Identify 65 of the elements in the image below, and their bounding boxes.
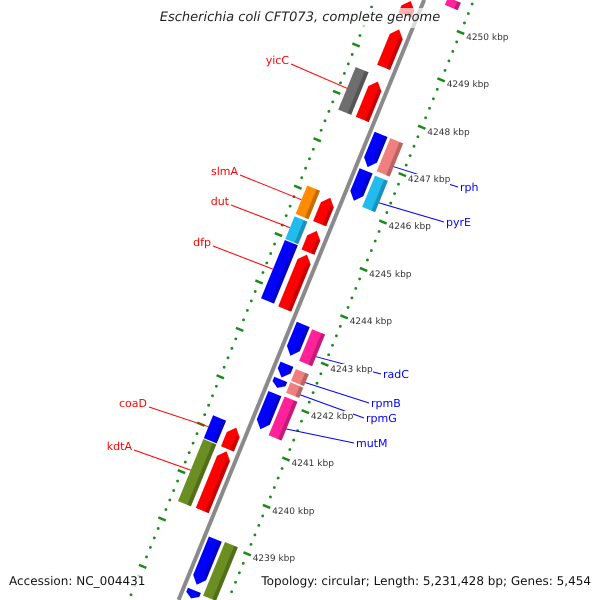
leader-line [212, 246, 274, 270]
gene-label: kdtA [106, 439, 132, 455]
leader-line [290, 64, 348, 89]
gene-block [204, 415, 226, 444]
leader-line [378, 202, 444, 222]
gene-pointer [377, 29, 403, 70]
gene-pointer [350, 168, 373, 201]
gene-pointer [356, 82, 382, 122]
gene-label: slmA [210, 164, 238, 180]
gene-block [286, 382, 304, 398]
genome-info-text: Topology: circular; Length: 5,231,428 bp; Genes: 5,454 [260, 573, 592, 589]
scale-label: 4250 kbp [466, 32, 508, 44]
scale-label: 4239 kbp [252, 553, 296, 566]
scale-label: 4245 kbp [369, 268, 412, 281]
leader-line [230, 204, 290, 228]
gene-block [338, 67, 369, 115]
leader-line [240, 174, 302, 200]
leader-line [148, 406, 209, 428]
gene-pointer [186, 588, 201, 598]
gene-block [296, 186, 320, 220]
gene-block [178, 439, 216, 506]
gene-pointer [302, 230, 320, 255]
gene-label: rph [460, 180, 478, 196]
gene-pointer [313, 198, 334, 226]
scale-label: 4248 kbp [427, 126, 470, 138]
gene-label: rpmB [371, 396, 401, 412]
gene-block [261, 240, 298, 304]
gene-pointer [364, 132, 388, 168]
gene-pointer [221, 428, 240, 452]
leader-line [286, 428, 354, 444]
gene-label: yicC [266, 53, 289, 69]
gene-block [376, 138, 404, 177]
scale-label: 4244 kbp [350, 316, 392, 328]
gene-label: mutM [356, 436, 388, 452]
scale-label: 4243 kbp [330, 364, 373, 376]
gene-block [291, 369, 309, 386]
gene-pointer [256, 391, 282, 430]
gene-label: dfp [193, 235, 211, 251]
gene-label: dut [210, 194, 229, 210]
scale-label: 4247 kbp [408, 174, 450, 186]
scale-label: 4241 kbp [292, 458, 334, 470]
gene-pointer [286, 322, 310, 356]
gene-block [285, 216, 308, 244]
gene-block [444, 0, 461, 10]
gene-label: rpmG [366, 411, 397, 427]
gene-block [203, 542, 238, 600]
leader-line [300, 394, 364, 418]
gene-pointer [278, 254, 311, 312]
gene-block [362, 176, 388, 212]
scale-label: 4242 kbp [310, 410, 354, 423]
gene-pointer [196, 451, 230, 514]
scale-label: 4249 kbp [446, 79, 490, 92]
gene-block [299, 329, 326, 366]
gene-label: coaD [119, 396, 147, 412]
leader-line [304, 382, 370, 404]
gene-block [268, 396, 298, 441]
gene-label: radC [383, 367, 409, 383]
gene-label: pyrE [446, 215, 471, 231]
scale-label: 4240 kbp [272, 506, 314, 518]
leader-line [134, 450, 192, 471]
accession-text: Accession: NC_004431 [8, 573, 146, 589]
scale-label: 4246 kbp [388, 221, 431, 234]
gene-pointer [272, 376, 288, 388]
gene-pointer [278, 362, 294, 378]
gene-pointer [193, 536, 222, 585]
